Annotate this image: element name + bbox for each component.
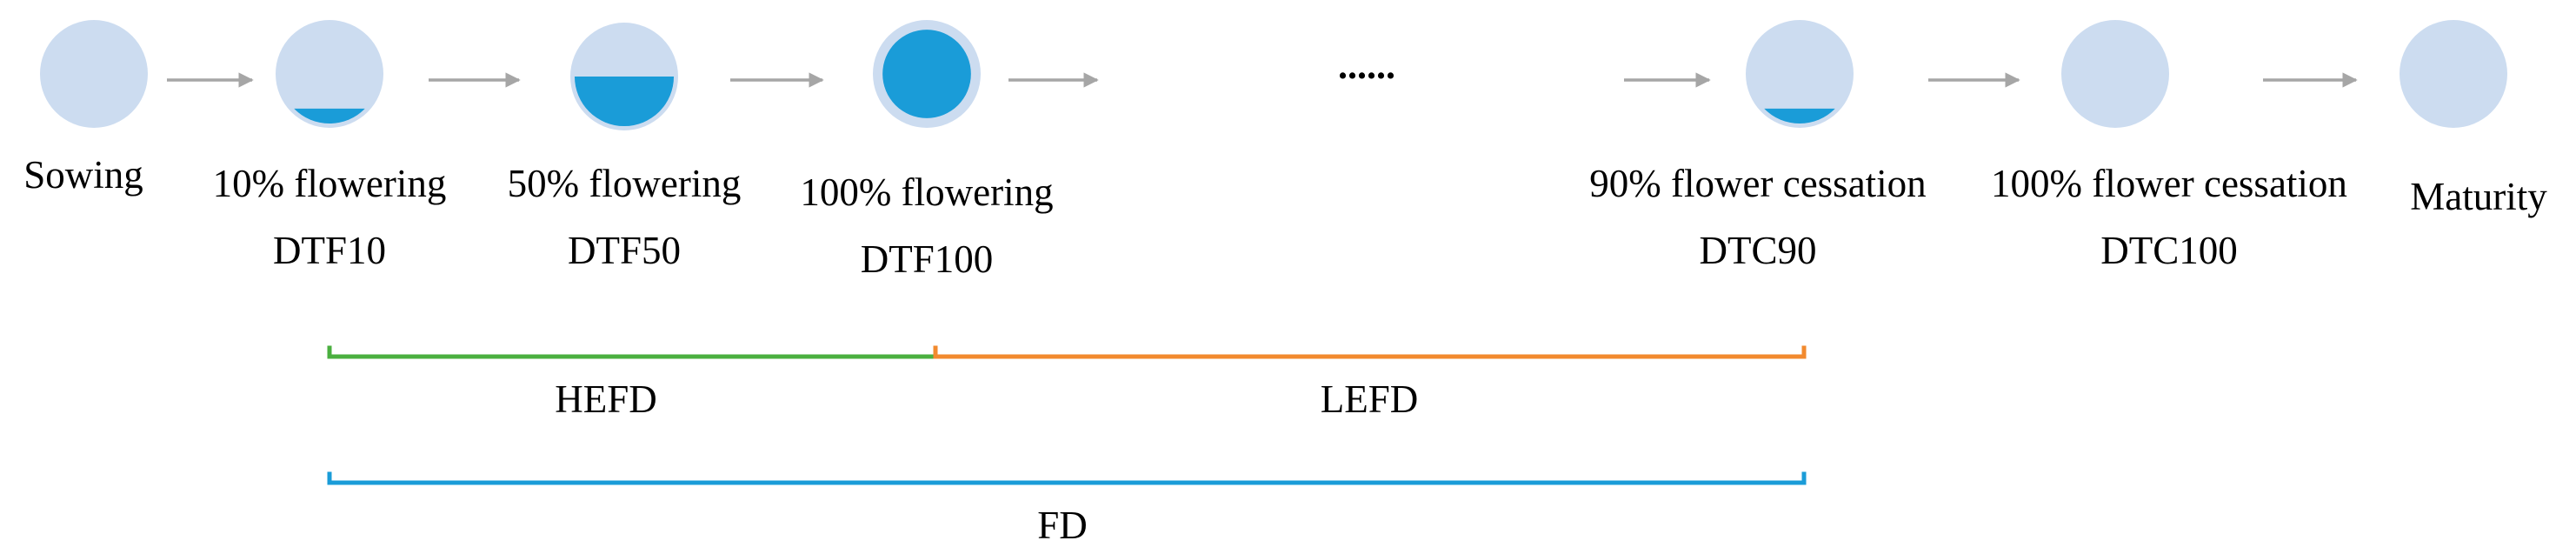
fill-level <box>574 77 675 127</box>
stage-circle-cessation-90 <box>1746 20 1854 128</box>
stage-circle-sowing <box>40 20 148 128</box>
stage-circle-cessation-100 <box>2061 20 2169 128</box>
stage-code-cessation-100: DTC100 <box>2100 229 2238 272</box>
stage-circle-flowering-100 <box>873 20 981 128</box>
stage-label-cessation-90: 90% flower cessation <box>1589 162 1926 205</box>
hefd-bracket <box>327 345 938 359</box>
lefd-bracket <box>933 345 1807 359</box>
lefd-label: LEFD <box>1321 377 1419 421</box>
duration-brackets <box>327 345 1807 485</box>
stage-code-cessation-90: DTC90 <box>1700 229 1817 272</box>
stage-label-flowering-50: 50% flowering <box>508 162 742 205</box>
fill-level <box>294 108 365 124</box>
stage-label-maturity: Maturity <box>2410 175 2547 218</box>
stage-code-flowering-10: DTF10 <box>273 229 386 272</box>
stage-label-sowing: Sowing <box>23 153 143 197</box>
ellipsis: ...... <box>1338 44 1395 87</box>
stage-circle-flowering-10 <box>276 20 383 128</box>
fd-bracket <box>327 471 1807 485</box>
stage-circle-maturity <box>2400 20 2507 128</box>
stage-label-flowering-100: 100% flowering <box>800 170 1053 214</box>
stage-code-flowering-100: DTF100 <box>861 237 994 281</box>
stage-circles <box>40 20 2507 130</box>
stage-label-flowering-10: 10% flowering <box>213 162 447 205</box>
stage-label-cessation-100: 100% flower cessation <box>1991 162 2347 205</box>
stage-labels: Sowing 10% flowering DTF10 50% flowering… <box>23 153 2547 281</box>
fd-label: FD <box>1037 504 1088 547</box>
stage-circle-flowering-50 <box>570 23 678 130</box>
stage-code-flowering-50: DTF50 <box>568 229 681 272</box>
fill-level <box>882 30 971 118</box>
fill-level <box>1764 108 1835 124</box>
hefd-label: HEFD <box>555 377 657 421</box>
